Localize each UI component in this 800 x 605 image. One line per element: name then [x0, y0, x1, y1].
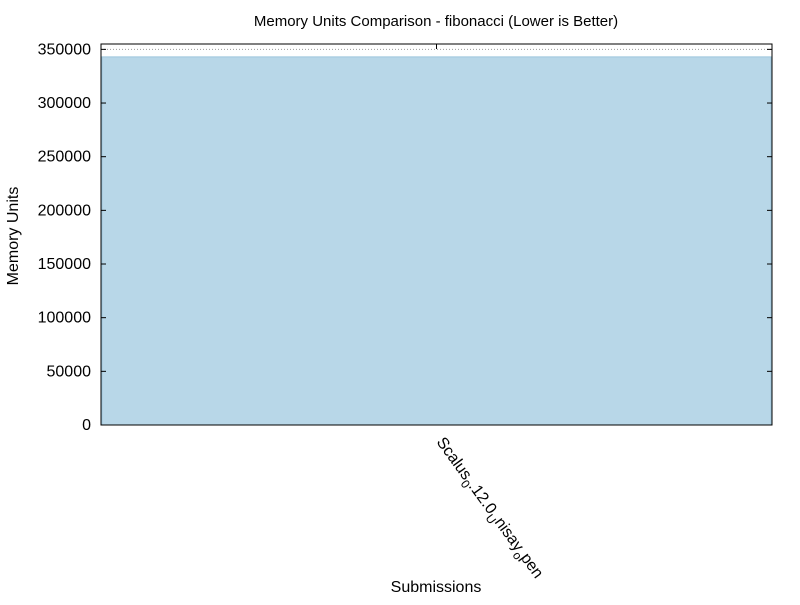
bar	[101, 56, 772, 426]
x-axis-label: Submissions	[391, 579, 482, 596]
y-tick-label: 150000	[38, 256, 91, 273]
y-tick-label: 200000	[38, 202, 91, 219]
y-tick-label: 0	[82, 417, 91, 434]
chart-title: Memory Units Comparison - fibonacci (Low…	[254, 13, 618, 30]
y-axis-label: Memory Units	[5, 187, 22, 286]
y-tick-label: 350000	[38, 41, 91, 58]
plot-area: 0 50000 100000 150000 200000 250000 300000 3500…	[38, 41, 773, 434]
x-tick-label: Scalus0.12.0Unisayopen	[430, 434, 547, 584]
y-tick-label: 100000	[38, 310, 91, 327]
y-tick-label: 300000	[38, 95, 91, 112]
y-tick-label: 50000	[47, 363, 92, 380]
y-tick-label: 250000	[38, 149, 91, 166]
